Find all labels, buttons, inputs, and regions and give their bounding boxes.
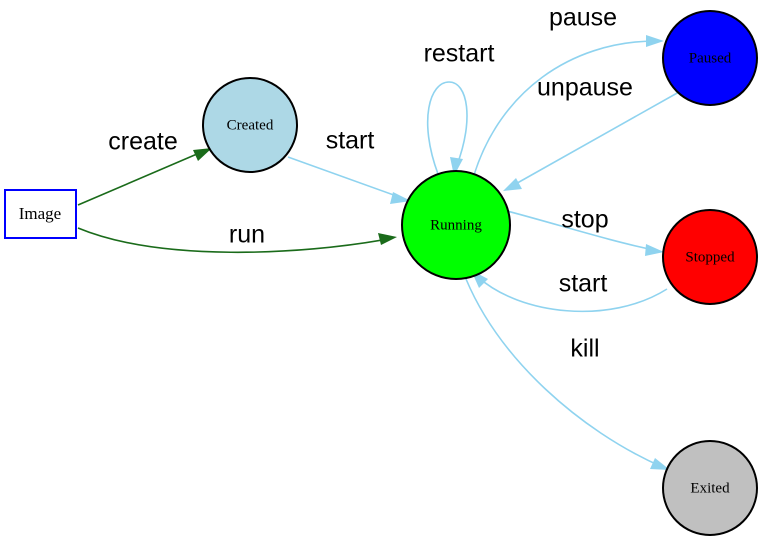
edge-run-label: run	[229, 221, 265, 249]
edge-create[interactable]: create	[77, 128, 212, 206]
node-paused-label: Paused	[689, 50, 732, 66]
edge-kill-arrowhead	[650, 458, 670, 470]
edge-pause-label: pause	[549, 4, 617, 32]
node-exited-shape	[662, 440, 758, 536]
edge-restart-path	[426, 81, 468, 175]
edge-stop-label: stop	[561, 206, 608, 234]
node-created-label: Created	[227, 117, 274, 133]
node-paused[interactable]: Paused	[662, 10, 758, 106]
node-paused-shape	[662, 10, 758, 106]
edge-run[interactable]: run	[77, 221, 397, 254]
edge-run-path	[77, 227, 389, 254]
node-image-label: Image	[19, 204, 61, 223]
edge-restart[interactable]: restart	[424, 40, 495, 176]
edge-create-arrowhead	[193, 148, 212, 161]
edge-kill-label: kill	[570, 335, 599, 363]
edge-kill-path	[465, 278, 661, 467]
edge-stop-path	[506, 210, 655, 251]
edge-create-label: create	[108, 128, 177, 156]
edge-unpause-arrowhead	[503, 178, 522, 191]
node-running-shape	[401, 170, 511, 280]
node-stopped[interactable]: Stopped	[662, 209, 758, 305]
edge-unpause-path	[511, 91, 680, 187]
node-stopped-label: Stopped	[685, 249, 735, 265]
node-exited-label: Exited	[690, 480, 730, 496]
edge-pause-path	[473, 40, 655, 176]
edge-layer: create run start restart	[77, 4, 680, 470]
edge-start-created-path	[287, 156, 403, 199]
node-image[interactable]: Image	[4, 189, 77, 239]
edge-unpause[interactable]: unpause	[503, 74, 680, 191]
edge-stop[interactable]: stop	[506, 206, 664, 256]
edge-unpause-label: unpause	[537, 74, 633, 102]
node-created-shape	[202, 77, 298, 173]
node-stopped-shape	[662, 209, 758, 305]
node-image-shape	[4, 189, 77, 239]
node-exited[interactable]: Exited	[662, 440, 758, 536]
edge-start-created[interactable]: start	[287, 127, 411, 204]
edge-start-created-arrowhead	[390, 192, 411, 204]
node-running[interactable]: Running	[401, 170, 511, 280]
edge-kill[interactable]: kill	[465, 278, 670, 470]
edge-stop-arrowhead	[645, 244, 664, 256]
node-running-label: Running	[430, 217, 482, 233]
node-created[interactable]: Created	[202, 77, 298, 173]
edge-run-arrowhead	[378, 233, 397, 245]
edge-create-path	[77, 150, 205, 206]
edge-start-created-label: start	[326, 127, 375, 155]
edge-pause-arrowhead	[646, 35, 664, 47]
edge-start-stopped[interactable]: start	[471, 270, 668, 313]
edge-pause[interactable]: pause	[473, 4, 664, 176]
edge-start-stopped-path	[477, 276, 668, 313]
node-layer: Image Created Running Paused Stopped	[4, 10, 758, 536]
edge-start-stopped-label: start	[559, 270, 608, 298]
edge-restart-label: restart	[424, 40, 495, 68]
